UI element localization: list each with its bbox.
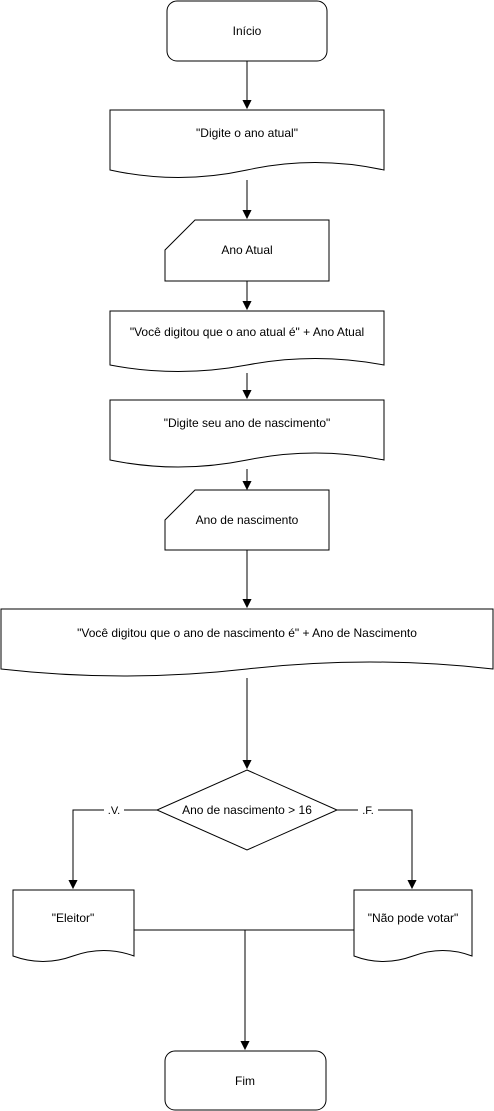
true-edge-label: .V. (108, 805, 120, 817)
prompt-birth-label: "Digite seu ano de nascimento" (164, 416, 331, 430)
end-terminator[interactable]: Fim (164, 1050, 327, 1111)
show-birth-label: "Você digitou que o ano de nascimento é"… (77, 626, 417, 640)
edge-decision-false (337, 809, 412, 888)
end-label: Fim (235, 1074, 255, 1088)
true-output-label: "Eleitor" (52, 911, 95, 925)
show-year-label: "Você digitou que o ano atual é" + Ano A… (130, 325, 364, 339)
decision-label: Ano de nascimento > 16 (182, 803, 312, 817)
prompt-year-display[interactable]: "Digite o ano atual" (109, 109, 385, 178)
input-birth-manual-input[interactable]: Ano de nascimento (164, 489, 330, 551)
start-terminator[interactable]: Início (166, 0, 328, 62)
edge-labels: .V. .F. (104, 803, 378, 817)
start-label: Início (233, 24, 262, 38)
input-year-label: Ano Atual (221, 243, 272, 257)
false-output-label: "Não pode votar" (368, 911, 459, 925)
prompt-year-label: "Digite o ano atual" (196, 126, 298, 140)
true-output-display[interactable]: "Eleitor" (12, 889, 135, 962)
show-birth-display[interactable]: "Você digitou que o ano de nascimento é"… (0, 608, 494, 677)
decision-diamond[interactable]: Ano de nascimento > 16 (155, 769, 339, 851)
false-output-display[interactable]: "Não pode votar" (353, 889, 473, 962)
edge-decision-true (73, 809, 157, 888)
input-year-manual-input[interactable]: Ano Atual (164, 219, 330, 282)
edges (73, 61, 412, 1049)
show-year-display[interactable]: "Você digitou que o ano atual é" + Ano A… (109, 310, 385, 372)
false-edge-label: .F. (362, 805, 374, 817)
prompt-birth-display[interactable]: "Digite seu ano de nascimento" (109, 399, 385, 468)
input-birth-label: Ano de nascimento (196, 513, 299, 527)
